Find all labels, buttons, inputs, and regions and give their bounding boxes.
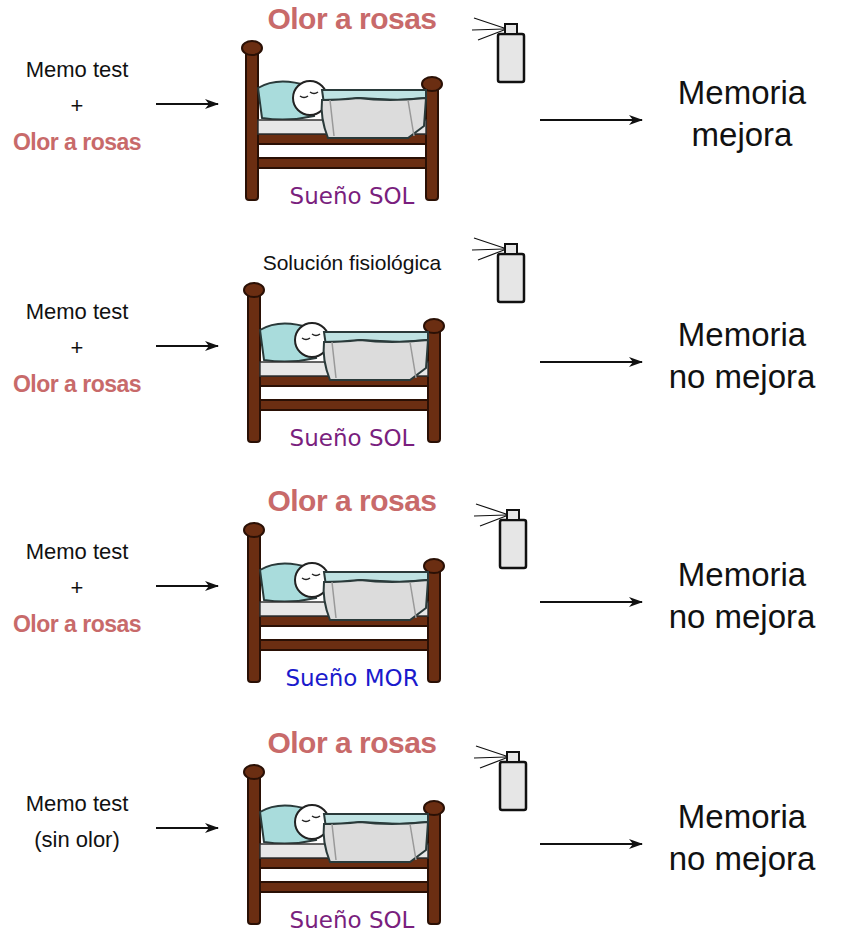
input-block: Memo test+Olor a rosas	[2, 534, 152, 642]
flow-arrow	[156, 103, 218, 105]
stimulus-label: Olor a rosas	[267, 484, 436, 518]
result-text: Memoria no mejora	[662, 796, 822, 880]
input-text: Memo test	[2, 534, 152, 570]
sleep-stage: Sueño SOL	[290, 424, 415, 452]
spray-bottle	[472, 18, 524, 82]
sleep-condition: Olor a rosasSueño SOL	[222, 726, 482, 934]
bed-figure	[242, 41, 442, 200]
result-text: Memoria no mejora	[662, 554, 822, 638]
bed-figure	[244, 283, 444, 442]
stimulus-label: Olor a rosas	[267, 2, 436, 36]
bed-figure	[244, 523, 444, 682]
result-text: Memoria mejora	[662, 72, 822, 156]
sleep-stage: Sueño SOL	[290, 182, 415, 210]
result-block: Memoria no mejora	[646, 314, 838, 398]
sleep-stage: Sueño MOR	[285, 664, 418, 692]
stimulus-label: Olor a rosas	[267, 726, 436, 760]
flow-arrow	[540, 361, 642, 363]
result-block: Memoria no mejora	[646, 554, 838, 638]
spray-bottle	[474, 746, 526, 810]
flow-arrow	[540, 119, 642, 121]
sleep-condition: Olor a rosasSueño MOR	[222, 484, 482, 692]
stimulus-label: Solución fisiológica	[263, 244, 442, 278]
result-block: Memoria mejora	[646, 72, 838, 156]
spray-bottle	[472, 238, 524, 302]
input-text: +	[2, 88, 152, 124]
input-text: Memo test	[2, 294, 152, 330]
sleep-stage: Sueño SOL	[290, 906, 415, 934]
input-text: Memo test (sin olor)	[22, 786, 132, 858]
flow-arrow	[156, 827, 218, 829]
flow-arrow	[540, 601, 642, 603]
odor-cue: Olor a rosas	[2, 366, 152, 402]
result-text: Memoria no mejora	[662, 314, 822, 398]
input-text: Memo test	[2, 52, 152, 88]
input-block: Memo test (sin olor)	[2, 786, 152, 858]
flow-arrow	[156, 345, 218, 347]
sleep-condition: Olor a rosasSueño SOL	[222, 2, 482, 210]
sleep-condition: Solución fisiológicaSueño SOL	[222, 244, 482, 452]
input-block: Memo test+Olor a rosas	[2, 294, 152, 402]
odor-cue: Olor a rosas	[2, 606, 152, 642]
input-text: +	[2, 570, 152, 606]
flow-arrow	[540, 843, 642, 845]
odor-cue: Olor a rosas	[2, 124, 152, 160]
flow-arrow	[156, 585, 218, 587]
bed-figure	[244, 765, 444, 924]
input-block: Memo test+Olor a rosas	[2, 52, 152, 160]
input-text: +	[2, 330, 152, 366]
result-block: Memoria no mejora	[646, 796, 838, 880]
spray-bottle	[474, 504, 526, 568]
